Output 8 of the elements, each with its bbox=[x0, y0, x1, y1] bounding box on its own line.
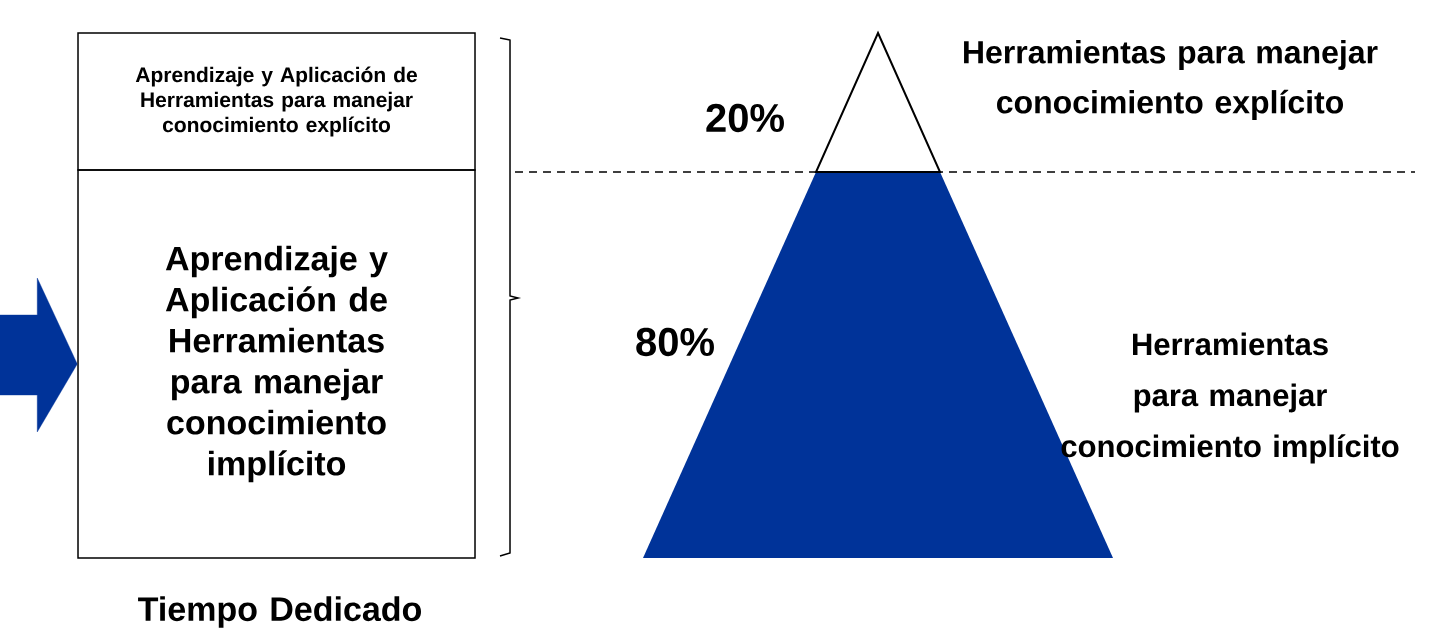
label: Tiempo Dedicado bbox=[138, 596, 421, 628]
label: Herramientas para manejar conocimiento explícito bbox=[964, 40, 1378, 120]
text-box: Aprendizaje y Aplicación de Herramientas para manejar conocimiento explícito bbox=[77, 32, 476, 171]
text-box: Aprendizaje y Aplicación de Herramientas para manejar conocimiento implícito bbox=[77, 169, 476, 559]
label: Herramientas para manejar conocimiento implícito bbox=[1061, 332, 1399, 464]
label: 80% bbox=[636, 327, 714, 357]
label: 20% bbox=[706, 103, 784, 133]
arrow bbox=[0, 277, 78, 433]
